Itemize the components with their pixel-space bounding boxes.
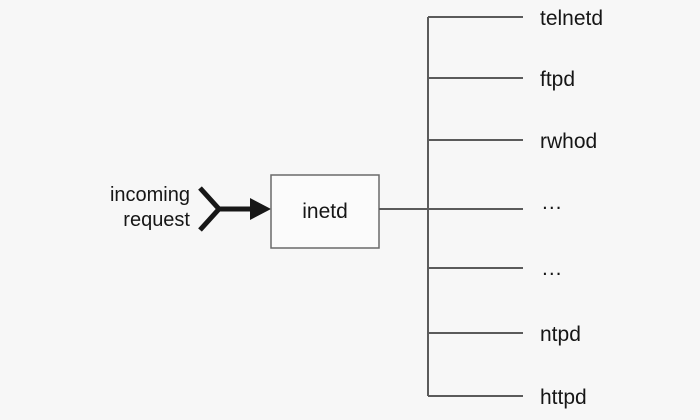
arrow-head-icon [250, 198, 271, 220]
service-label: ftpd [540, 68, 575, 91]
service-branch-3: ... [428, 191, 563, 214]
inetd-box [270, 174, 380, 249]
service-branch-1: ftpd [428, 68, 575, 91]
service-branch-5: ntpd [428, 323, 581, 346]
service-branch-0: telnetd [428, 7, 603, 30]
service-label: rwhod [540, 130, 597, 153]
incoming-request-line2: request [123, 209, 190, 231]
service-branch-4: ... [428, 257, 563, 280]
incoming-request-line1: incoming [110, 184, 190, 206]
inetd-box-label: inetd [302, 200, 348, 223]
service-label: httpd [540, 386, 587, 409]
service-label: ntpd [540, 323, 581, 346]
service-label: ... [542, 191, 563, 214]
incoming-request-label: incoming request [110, 184, 190, 231]
service-branch-6: httpd [428, 386, 587, 409]
inetd-node: inetd [270, 174, 380, 249]
incoming-request-arrow [198, 186, 271, 232]
service-label: telnetd [540, 7, 603, 30]
service-label: ... [542, 257, 563, 280]
service-branch-2: rwhod [428, 130, 597, 153]
